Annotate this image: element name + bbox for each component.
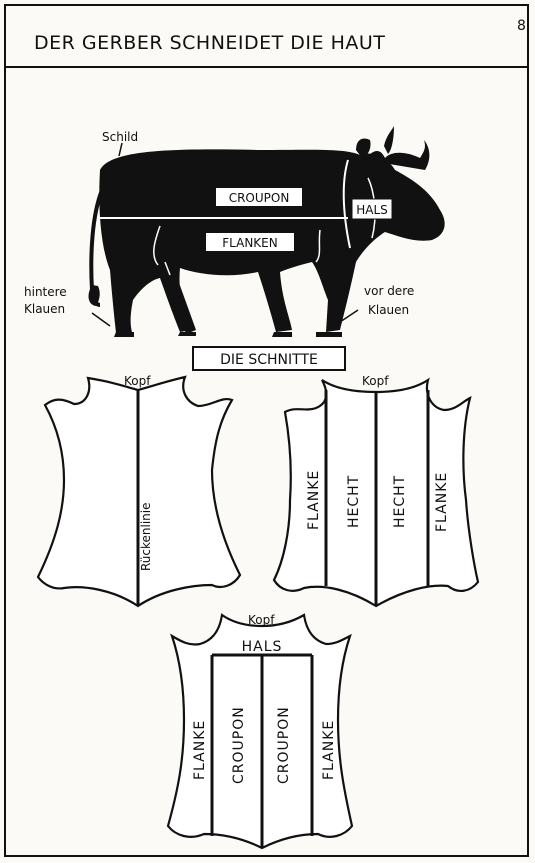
schild-label: Schild [102,130,138,144]
hide2-flanke-left: FLANKE [306,470,322,530]
section-title: DIE SCHNITTE [220,352,318,368]
hide-croupon: Kopf HALS FLANKE CROUPON CROUPON FLANKE [168,613,352,848]
hide3-croupon-left: CROUPON [231,706,247,784]
hide3-kopf-label: Kopf [248,613,275,627]
hintere-label-2: Klauen [24,302,65,316]
hide2-kopf-label: Kopf [362,374,389,388]
hide3-hals-label: HALS [242,639,283,655]
hide3-croupon-right: CROUPON [276,706,292,784]
hide1-kopf-label: Kopf [124,374,151,388]
hide3-flanke-right: FLANKE [321,720,337,780]
vordere-label-1: vor dere [364,284,414,298]
cow-flanken-label: FLANKEN [222,236,277,250]
schild-pointer [119,143,122,156]
cow-hals-label: HALS [356,203,388,217]
hide-rueckenlinie: Kopf Rückenlinie [38,374,240,606]
hide1-spine-label: Rückenlinie [139,502,153,571]
hide2-hecht-left: HECHT [346,475,362,528]
hintere-pointer [92,313,110,326]
hide2-hecht-right: HECHT [392,475,408,528]
hide2-flanke-right: FLANKE [434,472,450,532]
hide3-flanke-left: FLANKE [192,720,208,780]
hintere-label-1: hintere [24,285,67,299]
cow-croupon-label: CROUPON [229,191,290,205]
hide-hecht: Kopf FLANKE HECHT HECHT FLANKE [274,374,478,606]
vordere-label-2: Klauen [368,303,409,317]
